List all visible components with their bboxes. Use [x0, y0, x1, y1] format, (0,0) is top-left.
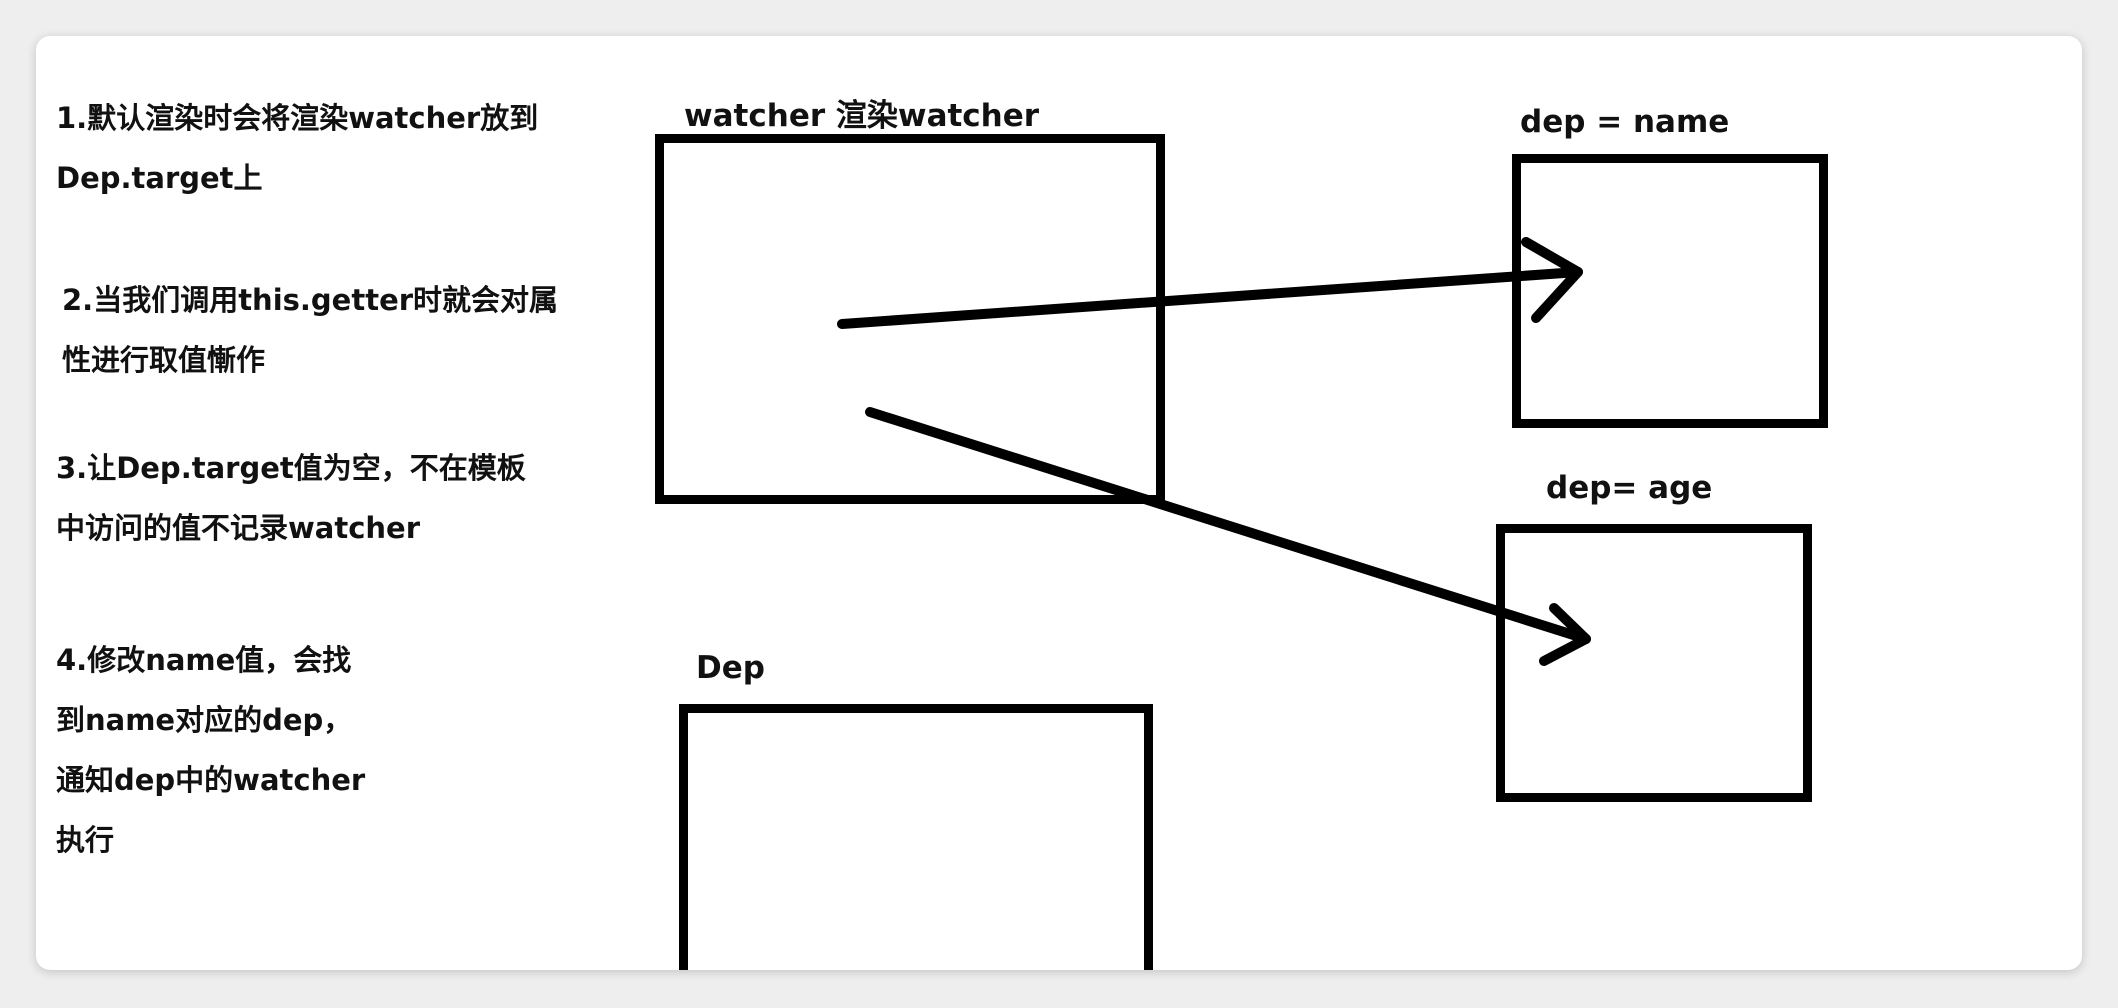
arrow-watcher-to-dep-age	[865, 407, 1591, 644]
note-step-1: 1.默认渲染时会将渲染watcher放到 Dep.target上	[56, 101, 539, 195]
note-step-4: 4.修改name值，会找 到name对应的dep， 通知dep中的watcher…	[56, 643, 366, 857]
dep-name-box	[1512, 154, 1828, 428]
watcher-label: watcher 渲染watcher	[684, 98, 1040, 134]
watcher-box	[655, 134, 1165, 504]
dependency-arrows	[837, 237, 1591, 666]
arrow-head-dep-name	[1521, 237, 1583, 323]
dep-age-label: dep= age	[1546, 470, 1713, 506]
arrow-watcher-to-dep-name	[837, 267, 1583, 329]
note-step-2: 2.当我们调用this.getter时就会对属 性进行取值慚作	[62, 283, 559, 377]
arrow-head-dep-age	[1539, 603, 1591, 666]
note-step-3: 3.让Dep.target值为空，不在模板 中访问的值不记录watcher	[56, 451, 526, 545]
dep-name-label: dep = name	[1520, 104, 1730, 140]
dep-class-box	[679, 704, 1153, 970]
dep-class-label: Dep	[696, 650, 765, 686]
dep-age-box	[1496, 524, 1812, 802]
whiteboard-card: 1.默认渲染时会将渲染watcher放到 Dep.target上 2.当我们调用…	[36, 36, 2082, 970]
